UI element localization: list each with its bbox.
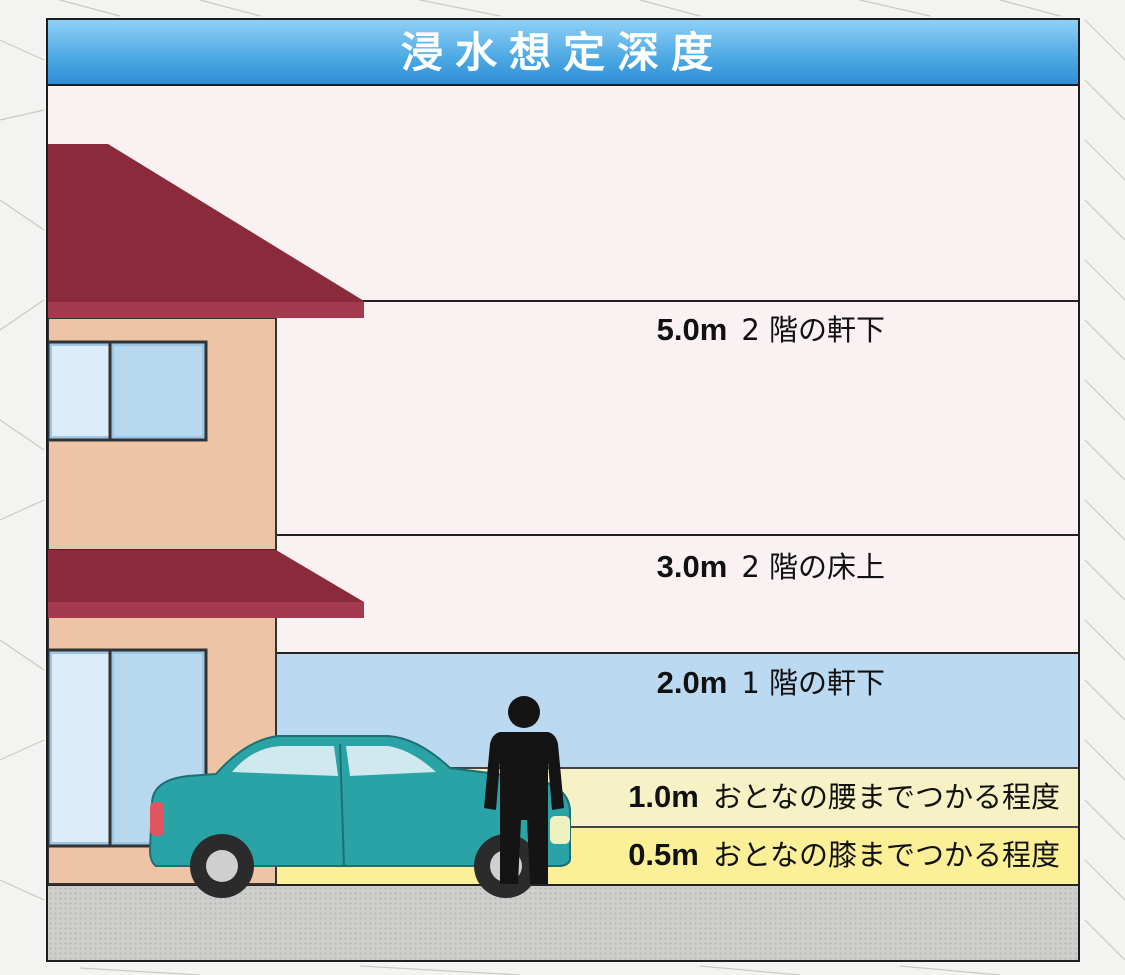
level-depth: 1.0m (628, 779, 699, 814)
illustration-scene (48, 144, 571, 898)
level-label-2m: 2.0m 1 階の軒下 (657, 665, 885, 701)
depth-line-5m (277, 300, 1078, 302)
depth-line-3m (277, 534, 1078, 536)
house-illustration (48, 144, 364, 885)
house-roof-upper-edge (48, 302, 364, 318)
car-illustration (148, 735, 571, 898)
level-description: 2 階の軒下 (741, 313, 885, 347)
house-roof-lower (48, 550, 364, 618)
level-label-05m: 0.5m おとなの膝までつかる程度 (628, 837, 1060, 873)
level-label-3m: 3.0m 2 階の床上 (657, 549, 885, 585)
house-window-lower (48, 648, 208, 848)
diagram-title: 浸水想定深度 (48, 20, 1078, 86)
level-depth: 3.0m (656, 549, 728, 584)
inundation-depth-diagram: 浸水想定深度 (46, 18, 1080, 962)
level-depth: 2.0m (656, 665, 728, 700)
house-roof-upper (48, 144, 364, 318)
person-silhouette (484, 696, 564, 884)
house-roof-lower-edge (48, 602, 364, 618)
level-description: 1 階の軒下 (741, 666, 885, 700)
level-description: 2 階の床上 (741, 550, 885, 584)
house-window-upper (48, 340, 208, 442)
level-label-1m: 1.0m おとなの腰までつかる程度 (628, 779, 1060, 815)
level-label-5m: 5.0m 2 階の軒下 (657, 312, 885, 348)
level-depth: 0.5m (628, 837, 699, 872)
level-description: おとなの膝までつかる程度 (712, 838, 1060, 872)
level-description: おとなの腰までつかる程度 (712, 780, 1060, 814)
level-depth: 5.0m (656, 312, 728, 347)
